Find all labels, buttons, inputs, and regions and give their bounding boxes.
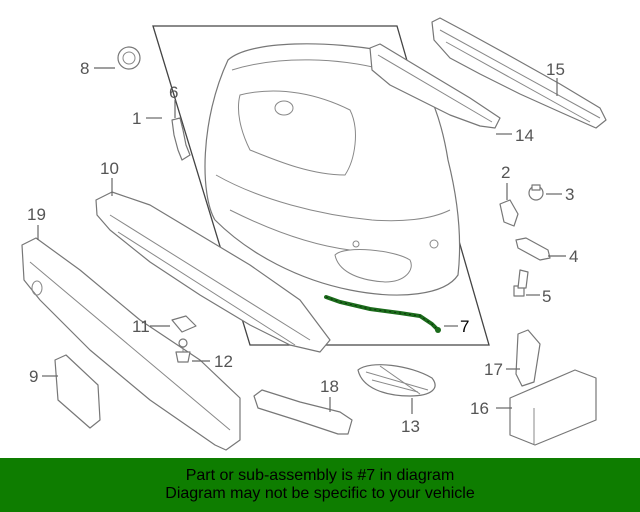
bracket-16 [509, 369, 597, 446]
callout-12: 12 [214, 352, 233, 371]
bumper-cover [204, 43, 461, 296]
callout-1: 1 [132, 109, 141, 128]
reinforcement-19 [21, 237, 241, 451]
highlighted-part-7 [324, 295, 440, 332]
callout-15: 15 [546, 60, 565, 79]
bracket-6 [171, 117, 191, 161]
trim-18 [253, 389, 353, 435]
emblem-8 [117, 46, 141, 70]
callout-7: 7 [460, 317, 469, 336]
callout-4: 4 [569, 247, 578, 266]
callout-10: 10 [100, 159, 119, 178]
callout-2: 2 [501, 163, 510, 182]
assembly-frame [152, 25, 490, 346]
callout-6: 6 [169, 83, 178, 102]
leader-lines [37, 67, 566, 414]
screw-5 [513, 269, 529, 297]
callout-17: 17 [484, 360, 503, 379]
clip-2 [499, 199, 519, 227]
callout-3: 3 [565, 185, 574, 204]
fog-grille-13 [357, 364, 436, 397]
banner-line-1: Part or sub-assembly is #7 in diagram [185, 467, 455, 484]
callout-8: 8 [80, 59, 89, 78]
license-bracket-9 [54, 354, 101, 429]
lower-grille-10 [95, 191, 331, 353]
callout-11: 11 [132, 317, 150, 336]
callout-19: 19 [27, 205, 46, 224]
callout-5: 5 [542, 287, 551, 306]
bolt-3 [528, 184, 544, 201]
banner-line-2: Diagram may not be specific to your vehi… [165, 485, 475, 502]
bracket-4 [515, 237, 551, 261]
callout-16: 16 [470, 399, 489, 418]
callout-14: 14 [515, 126, 534, 145]
clip-11 [171, 315, 197, 333]
callout-9: 9 [29, 367, 38, 386]
part7-connector [435, 327, 441, 333]
bracket-17 [515, 329, 541, 387]
upper-grille-14 [369, 43, 501, 129]
callout-18: 18 [320, 377, 339, 396]
info-banner: Part or sub-assembly is #7 in diagram Di… [0, 458, 640, 512]
parts-diagram: 1 2 3 4 5 6 7 8 9 10 11 12 13 14 15 16 1… [21, 17, 607, 451]
screw-12 [175, 338, 191, 363]
callout-13: 13 [401, 417, 420, 436]
